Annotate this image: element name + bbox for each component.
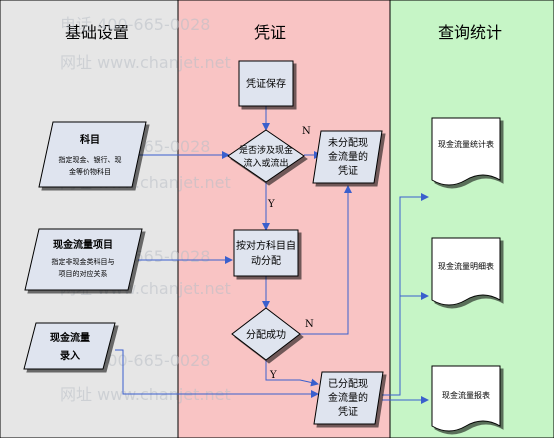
- lane-query: [389, 0, 554, 438]
- lane-title-query: 查询统计: [438, 23, 502, 42]
- edge-label-no: N: [305, 319, 314, 330]
- node-cashflow-item: [24, 228, 143, 291]
- node-save-voucher: [238, 60, 294, 107]
- node-subject-title: 科目: [80, 133, 100, 146]
- node-auto-allocate-text: 按对方科目自: [236, 239, 296, 252]
- lane-title-voucher: 凭证: [254, 23, 286, 42]
- node-allocated-text: 凭证: [338, 405, 358, 418]
- node-decision-flow-text: 流入或流出: [243, 157, 288, 169]
- node-cashflow-input-text: 现金流量: [50, 331, 90, 344]
- node-cashflow-input: [23, 322, 116, 370]
- node-decision-flow-text: 是否涉及现金: [239, 144, 293, 156]
- node-decision-flow: [227, 129, 305, 183]
- node-report-stat: [431, 117, 501, 186]
- node-auto-allocate: [233, 229, 299, 277]
- node-unallocated: [312, 130, 383, 184]
- node-unallocated-text: 凭证: [338, 164, 358, 177]
- node-report-sheet-text: 现金流量报表: [442, 390, 490, 400]
- node-decision-success-text: 分配成功: [246, 329, 286, 341]
- edge-label-yes: Y: [269, 370, 277, 381]
- node-cashflow-input-text: 录入: [60, 350, 80, 362]
- node-report-detail: [431, 237, 501, 306]
- edge-input-to-allocated: [115, 349, 319, 398]
- node-subject-text: 金等价物科目: [69, 167, 111, 176]
- lane-title-basic: 基础设置: [65, 23, 129, 42]
- node-allocated: [313, 371, 384, 425]
- node-auto-allocate-text: 动分配: [251, 255, 281, 267]
- edge-label-no: N: [302, 126, 311, 137]
- node-allocated-text: 金流量的: [328, 391, 368, 404]
- watermark-line: 网址 www.chanjet.net: [60, 53, 231, 72]
- node-unallocated-text: 金流量的: [328, 150, 368, 163]
- edge-label-yes: Y: [267, 199, 275, 210]
- node-decision-success: [231, 307, 301, 361]
- node-subject: [38, 121, 147, 188]
- node-report-detail-text: 现金流量明细表: [438, 261, 494, 271]
- node-cashflow-item-text: 项目的对应关系: [59, 269, 108, 278]
- node-save-voucher-text: 凭证保存: [246, 77, 286, 90]
- node-cashflow-item-text: 指定非现金类科目与: [52, 257, 115, 266]
- node-cashflow-item-title: 现金流量项目: [53, 238, 113, 251]
- node-report-stat-text: 现金流量统计表: [438, 139, 494, 149]
- node-report-sheet: [431, 365, 501, 432]
- node-allocated-text: 已分配现: [328, 378, 368, 390]
- node-unallocated-text: 未分配现: [328, 137, 368, 149]
- watermark-line: 电话 400-665-0028: [60, 15, 210, 34]
- node-subject-text: 指定现金、银行、现: [59, 155, 122, 164]
- edge-success-no: [300, 185, 352, 335]
- edge-success-yes: [265, 360, 319, 387]
